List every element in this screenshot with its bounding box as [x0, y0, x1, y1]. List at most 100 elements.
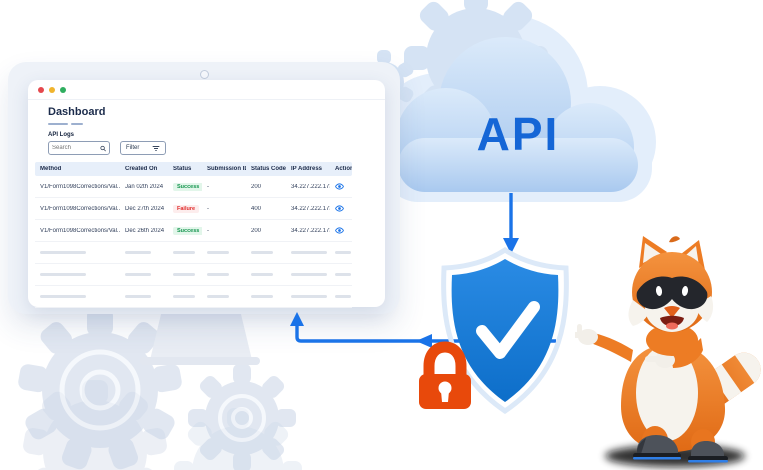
method-cell: V1/Form1098Corrections/Val... [40, 227, 120, 234]
search-icon [100, 145, 106, 151]
ip-address-cell: 34.227.222.173 [291, 205, 330, 212]
eye-icon [335, 227, 344, 234]
status-cell: Failure [168, 204, 202, 213]
submission-id-cell: - [207, 227, 209, 234]
created-on-cell: Jan 02th 2024 [125, 183, 164, 190]
mascot-hand [645, 352, 675, 368]
skeleton-bar [335, 251, 351, 254]
camera-dot [200, 70, 209, 79]
filter-button[interactable]: Filter [120, 141, 166, 155]
view-log-button[interactable] [335, 227, 352, 234]
status-code-cell: 200 [251, 183, 262, 190]
skeleton-bar [291, 251, 327, 254]
mascot-belly [636, 345, 698, 441]
mascot [575, 236, 763, 467]
section-label: API Logs [48, 132, 75, 138]
toolbar-divider [28, 99, 385, 100]
status-badge: Success [173, 182, 202, 191]
gear-icon [18, 308, 182, 470]
view-log-button[interactable] [335, 205, 352, 212]
filter-icon [152, 145, 160, 151]
filter-button-label: Filter [126, 145, 140, 151]
shield-halo [441, 247, 569, 415]
maximize-window-icon[interactable] [60, 87, 66, 93]
status-badge: Success [173, 226, 202, 235]
checkmark-icon [476, 301, 540, 359]
skeleton-bar [173, 251, 195, 254]
skeleton-bar [173, 273, 195, 276]
ip-address-cell: 34.227.222.173 [291, 227, 330, 234]
status-cell: Success [168, 182, 202, 191]
column-header: Method [40, 166, 62, 172]
table-row: V1/Form1098Corrections/Val... Dec 27th 20… [35, 198, 352, 220]
mascot-shoes [633, 435, 728, 463]
skeleton-bar [40, 295, 86, 298]
page-title: Dashboard [48, 106, 106, 118]
lock-icon [419, 341, 471, 409]
search-box[interactable] [48, 141, 110, 155]
skeleton-bar [207, 273, 229, 276]
subtitle-placeholder [48, 123, 83, 125]
security-shield-icon [441, 247, 569, 415]
eye-icon [335, 183, 344, 190]
gear-icon [188, 364, 296, 470]
api-cloud: API [368, 0, 656, 202]
method-cell: V1/Form1098Corrections/Val... [40, 205, 120, 212]
skeleton-bar [125, 251, 151, 254]
status-code-cell: 400 [251, 205, 262, 212]
table-header-row: Method Created On Status Submission ID Statu… [35, 162, 352, 176]
shield-body [451, 259, 559, 402]
mascot-mask [636, 276, 708, 310]
status-code-cell: 200 [251, 227, 262, 234]
skeleton-bar [291, 273, 327, 276]
action-cell [330, 205, 352, 212]
skeleton-bar [335, 295, 351, 298]
mascot-head [628, 236, 714, 356]
api-label: API [477, 108, 560, 160]
status-cell: Success [168, 226, 202, 235]
table-row: V1/Form1098Corrections/Val... Dec 26th 20… [35, 220, 352, 242]
skeleton-row [35, 242, 352, 264]
close-window-icon[interactable] [38, 87, 44, 93]
browser-window: Dashboard API Logs Filter Method Created … [28, 80, 385, 308]
action-cell [330, 183, 352, 190]
column-header: Status Codes [251, 166, 286, 172]
skeleton-bar [251, 295, 273, 298]
api-logs-table: Method Created On Status Submission ID Statu… [35, 162, 352, 308]
created-on-cell: Dec 26th 2024 [125, 227, 165, 234]
skeleton-row [35, 286, 352, 308]
skeleton-bar [40, 251, 86, 254]
status-badge: Failure [173, 204, 200, 213]
column-header: Action [335, 166, 352, 172]
action-cell [330, 227, 352, 234]
submission-id-cell: - [207, 205, 209, 212]
skeleton-bar [40, 273, 86, 276]
table-row: V1/Form1098Corrections/Val... Jan 02th 20… [35, 176, 352, 198]
minimize-window-icon[interactable] [49, 87, 55, 93]
search-input[interactable] [52, 145, 100, 151]
mascot-pointing-hand [575, 324, 598, 345]
skeleton-bar [251, 251, 273, 254]
column-header: Status [173, 166, 192, 172]
skeleton-bar [335, 273, 351, 276]
skeleton-bar [251, 273, 273, 276]
skeleton-bar [125, 273, 151, 276]
skeleton-bar [207, 295, 229, 298]
view-log-button[interactable] [335, 183, 352, 190]
api-logs-table-body: V1/Form1098Corrections/Val... Jan 02th 20… [35, 176, 352, 308]
column-header: Submission ID [207, 166, 246, 172]
ip-address-cell: 34.227.222.173 [291, 183, 330, 190]
window-controls [38, 87, 66, 93]
method-cell: V1/Form1098Corrections/Val... [40, 183, 120, 190]
monitor-stand [140, 310, 260, 365]
column-header: IP Address [291, 166, 323, 172]
skeleton-bar [207, 251, 229, 254]
submission-id-cell: - [207, 183, 209, 190]
skeleton-bar [173, 295, 195, 298]
skeleton-bar [291, 295, 327, 298]
column-header: Created On [125, 166, 158, 172]
created-on-cell: Dec 27th 2024 [125, 205, 165, 212]
skeleton-row [35, 264, 352, 286]
